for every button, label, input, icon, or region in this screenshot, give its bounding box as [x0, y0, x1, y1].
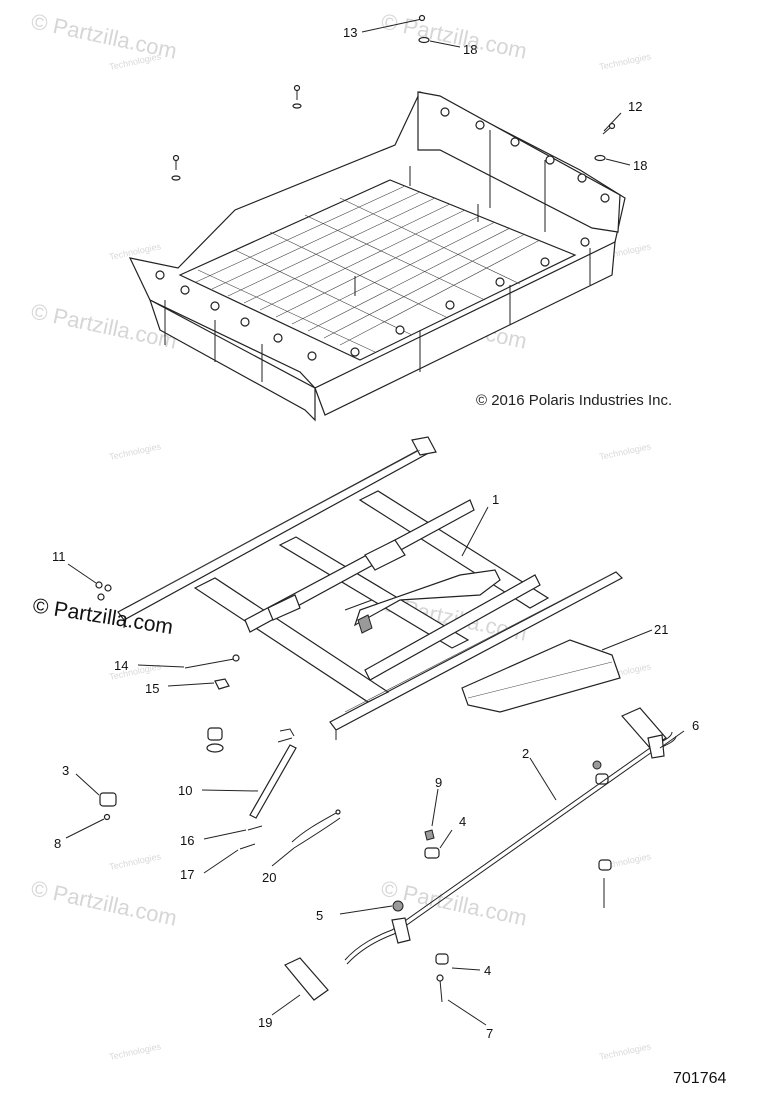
callout-5: 5: [316, 908, 323, 923]
callout-12: 12: [628, 99, 642, 114]
callout-7: 7: [486, 1026, 493, 1041]
floor-ribs: [195, 185, 541, 353]
rim-bosses: [155, 107, 610, 361]
watermark-technologies: Technologies: [108, 1041, 162, 1062]
callout-20: 20: [262, 870, 276, 885]
diagram-part-number: 701764: [673, 1070, 726, 1087]
callout-18: 18: [463, 42, 477, 57]
callout-14: 14: [114, 658, 128, 673]
callout-4: 4: [459, 814, 466, 829]
watermark-partzilla: © Partzilla.com: [379, 8, 529, 63]
callout-18: 18: [633, 158, 647, 173]
callout-2: 2: [522, 746, 529, 761]
latch-rod: [344, 731, 677, 965]
callout-3: 3: [62, 763, 69, 778]
frame-assembly: [117, 436, 623, 740]
box-hardware: [171, 14, 616, 181]
watermark-technologies: Technologies: [108, 851, 162, 872]
callout-9: 9: [435, 775, 442, 790]
watermark-technologies: Technologies: [598, 51, 652, 72]
callout-6: 6: [692, 718, 699, 733]
callout-8: 8: [54, 836, 61, 851]
callout-21: 21: [654, 622, 668, 637]
callout-13: 13: [343, 25, 357, 40]
watermark-technologies: Technologies: [108, 441, 162, 462]
copyright-text: © 2016 Polaris Industries Inc.: [476, 392, 672, 409]
callout-10: 10: [178, 783, 192, 798]
leader-lines: [65, 21, 685, 1026]
callout-4: 4: [484, 963, 491, 978]
callout-15: 15: [145, 681, 159, 696]
cargo-box: [128, 91, 626, 422]
callout-1: 1: [492, 492, 499, 507]
callout-11: 11: [52, 549, 66, 564]
watermark-technologies: Technologies: [598, 441, 652, 462]
callout-16: 16: [180, 833, 194, 848]
watermark-technologies: Technologies: [598, 1041, 652, 1062]
callout-19: 19: [258, 1015, 272, 1030]
watermark-partzilla: © Partzilla.com: [29, 875, 179, 930]
callouts: 1 2 3 4 4 5 6 7 8 9 10 11 12 13 14 15 16…: [52, 25, 699, 1041]
callout-17: 17: [180, 867, 194, 882]
skid-shield: [461, 639, 621, 713]
